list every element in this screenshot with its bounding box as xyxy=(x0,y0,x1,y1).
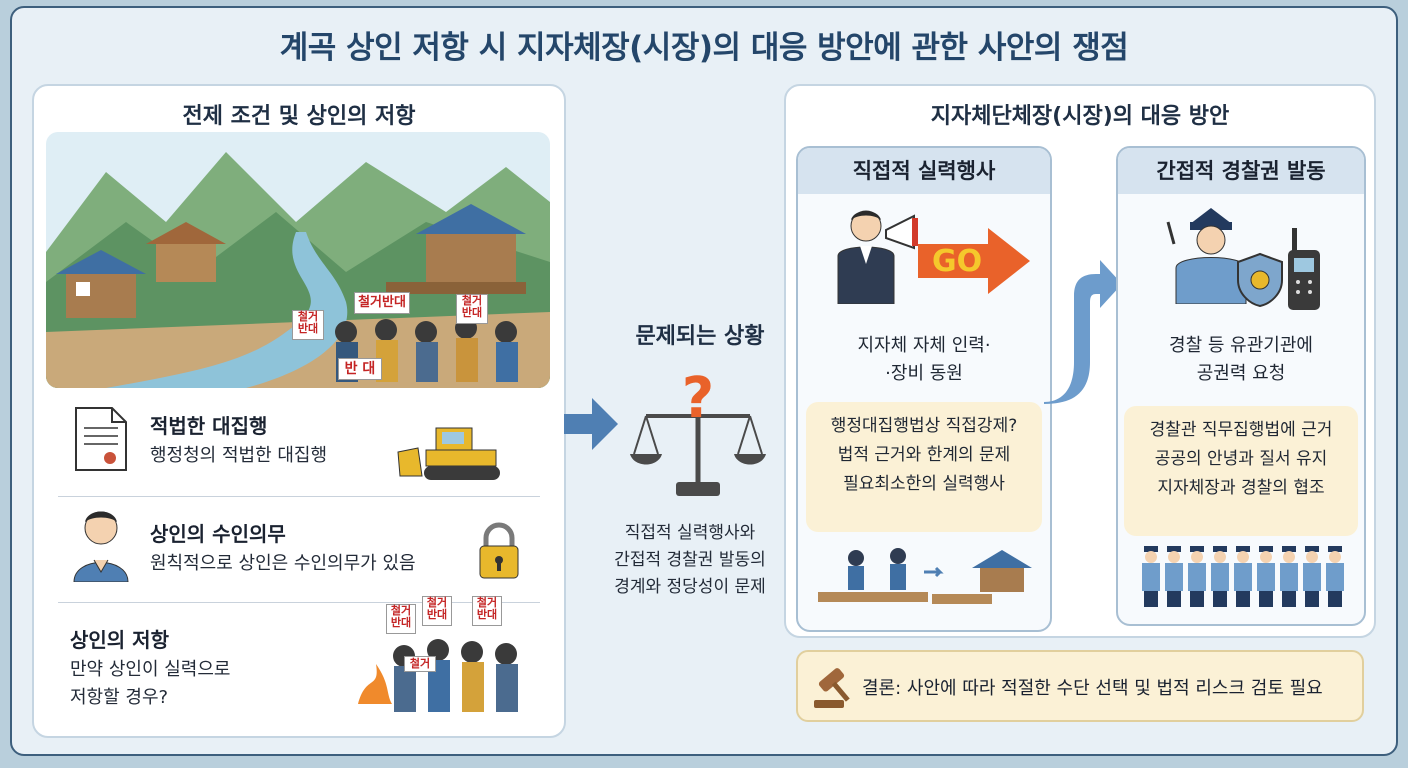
escalation-arrow xyxy=(1040,242,1124,410)
valley-scene-illustration: 철거 반대 철거반대 철거 반대 반 대 xyxy=(46,132,550,388)
police-figure xyxy=(1165,546,1183,607)
scene-sign-4: 반 대 xyxy=(338,358,382,380)
scene-sign-1: 철거 반대 xyxy=(292,310,324,340)
conclusion-box: 결론: 사안에 따라 적절한 수단 선택 및 법적 리스크 검토 필요 xyxy=(796,650,1364,722)
stall-hut-right xyxy=(386,204,526,294)
merchant-icon xyxy=(70,506,132,586)
lawful-execution-title: 적법한 대집행 xyxy=(150,414,268,438)
direct-note-line-3: 필요최소한의 실력행사 xyxy=(843,474,1005,494)
document-icon xyxy=(74,406,128,476)
question-mark-icon: ? xyxy=(681,366,715,431)
police-figure xyxy=(1142,546,1160,607)
crowd-sign-4: 철거 xyxy=(404,656,436,672)
crowd-sign-3: 철거 반대 xyxy=(472,596,502,626)
response-heading: 지자체단체장(시장)의 대응 방안 xyxy=(930,104,1230,129)
row-divider-1 xyxy=(58,496,540,497)
crowd-sign-2: 철거 반대 xyxy=(422,596,452,626)
crowd-sign-1: 철거 반대 xyxy=(386,604,416,634)
police-figure xyxy=(1211,546,1229,607)
police-figure xyxy=(1303,546,1321,607)
direct-force-title: 직접적 실력행사 xyxy=(798,148,1050,194)
resistance-title: 상인의 저항 xyxy=(70,628,169,652)
premise-heading: 전제 조건 및 상인의 저항 xyxy=(182,104,416,129)
megaphone-official-icon xyxy=(826,204,926,308)
scale-icon: ? xyxy=(628,366,768,508)
lawful-execution-desc: 행정청의 적법한 대집행 xyxy=(150,445,328,466)
police-figure xyxy=(1188,546,1206,607)
direct-note-line-1: 행정대집행법상 직접강제? xyxy=(830,416,1018,436)
police-figure xyxy=(1280,546,1298,607)
direct-force-card: 직접적 실력행사 GO 지자체 자체 인력· ·장비 동원 행정대집행법상 직접… xyxy=(796,146,1052,632)
police-figure xyxy=(1234,546,1252,607)
protest-crowd-icon: 철거 반대 철거 반대 철거 반대 철거 xyxy=(356,594,540,722)
stall-hut-left xyxy=(56,250,146,318)
police-power-note: 경찰관 직무집행법에 근거 공공의 안녕과 질서 유지 지자체장과 경찰의 협조 xyxy=(1124,406,1358,536)
problem-desc-line-2: 간접적 경찰권 발동의 xyxy=(614,550,766,570)
scene-sign-2: 철거반대 xyxy=(354,292,410,314)
resistance-desc-line-2: 저항할 경우? xyxy=(70,687,169,708)
police-note-line-2: 공공의 안녕과 질서 유지 xyxy=(1154,449,1328,469)
direct-force-desc-line-2: ·장비 동원 xyxy=(885,363,963,384)
resistance-desc-line-1: 만약 상인이 실력으로 xyxy=(70,659,231,680)
problem-heading: 문제되는 상황 xyxy=(635,324,765,349)
police-note-line-1: 경찰관 직무집행법에 근거 xyxy=(1149,420,1333,440)
problem-desc: 직접적 실력행사와 간접적 경찰권 발동의 경계와 정당성이 문제 xyxy=(580,520,800,601)
padlock-icon xyxy=(476,522,522,584)
police-note-line-3: 지자체장과 경찰의 협조 xyxy=(1157,478,1325,498)
go-label: GO xyxy=(932,244,983,279)
radio-icon xyxy=(1286,228,1322,316)
direct-force-desc-line-1: 지자체 자체 인력· xyxy=(857,335,991,356)
police-power-title: 간접적 경찰권 발동 xyxy=(1118,148,1364,194)
page-title: 계곡 상인 저항 시 지자체장(시장)의 대응 방안에 관한 사안의 쟁점 xyxy=(279,30,1129,66)
police-figure xyxy=(1257,546,1275,607)
police-figure xyxy=(1326,546,1344,607)
go-arrow-icon: GO xyxy=(918,228,1030,298)
police-officer-icon xyxy=(1166,204,1256,308)
conclusion-text: 결론: 사안에 따라 적절한 수단 선택 및 법적 리스크 검토 필요 xyxy=(862,678,1323,699)
police-line-icon xyxy=(1138,544,1350,614)
duty-to-endure-desc: 원칙적으로 상인은 수인의무가 있음 xyxy=(150,553,416,574)
stall-hut-mid xyxy=(146,222,226,282)
duty-to-endure-title: 상인의 수인의무 xyxy=(150,522,286,546)
problem-desc-line-3: 경계와 정당성이 문제 xyxy=(614,577,766,597)
bulldozer-icon xyxy=(396,418,512,488)
police-power-desc-line-1: 경찰 등 유관기관에 xyxy=(1169,335,1313,356)
direct-force-note: 행정대집행법상 직접강제? 법적 근거와 한계의 문제 필요최소한의 실력행사 xyxy=(806,402,1042,532)
gavel-icon xyxy=(810,664,856,714)
flow-arrow-right xyxy=(564,398,618,454)
police-power-desc-line-2: 공권력 요청 xyxy=(1196,363,1286,384)
police-shield-icon xyxy=(1236,252,1284,312)
row-divider-2 xyxy=(58,602,540,603)
scene-sign-3: 철거 반대 xyxy=(456,294,488,324)
direct-note-line-2: 법적 근거와 한계의 문제 xyxy=(837,445,1011,465)
police-power-card: 간접적 경찰권 발동 경찰 등 유관기관에 공권력 요청 경찰관 직무집행법에 … xyxy=(1116,146,1366,626)
enforcement-workers-illustration xyxy=(812,542,1038,626)
problem-desc-line-1: 직접적 실력행사와 xyxy=(624,523,756,543)
